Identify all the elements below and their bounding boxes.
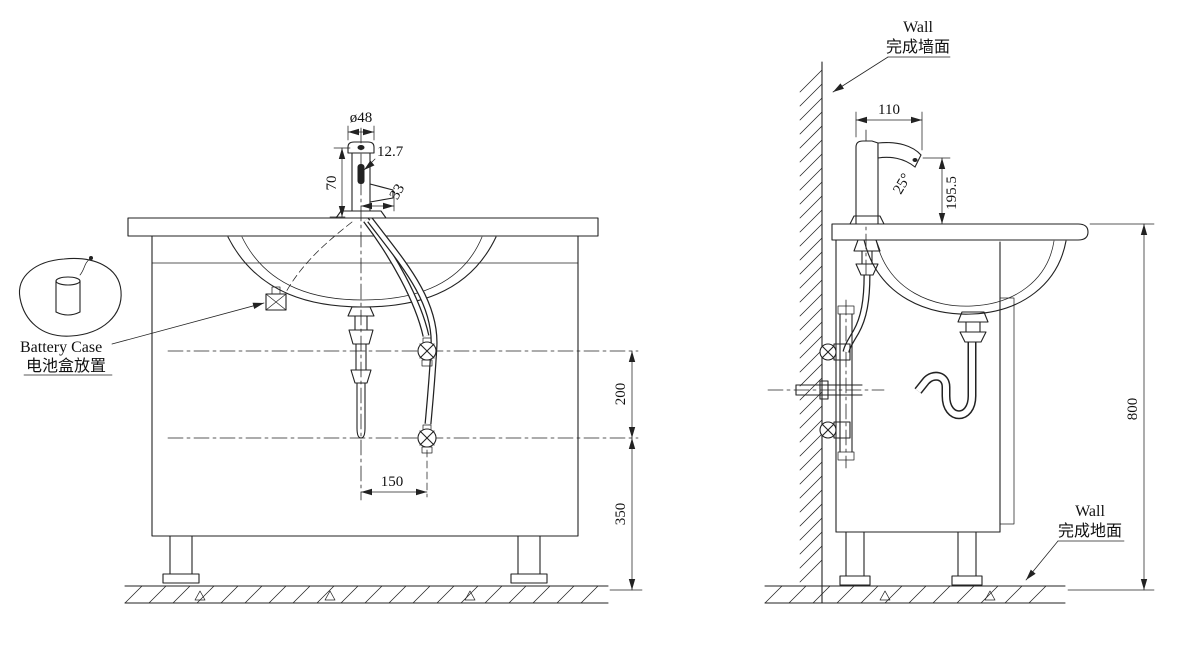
side-view: 110 195.5 25° 800 Wall 完成墙面 Wall 完成地面 bbox=[764, 19, 1155, 604]
faucet-side bbox=[849, 140, 922, 276]
countertop-side bbox=[831, 223, 1089, 241]
countertop-side-slab bbox=[831, 223, 1089, 241]
faucet-front-base bbox=[335, 210, 387, 219]
drain-front bbox=[347, 306, 375, 439]
floor-label-zh: 完成地面 bbox=[1058, 522, 1122, 540]
countertop-front-slab bbox=[127, 217, 599, 237]
drain-tube bbox=[356, 382, 366, 439]
battery-case-label-zh: 电池盒放置 bbox=[26, 357, 106, 375]
dim-bottom-spacing: 350 bbox=[613, 503, 629, 526]
sensor-cable-dashed bbox=[285, 221, 353, 293]
sink-front bbox=[227, 236, 497, 308]
legs-front bbox=[162, 535, 548, 584]
supply-side bbox=[795, 380, 863, 400]
centerlines-front bbox=[167, 127, 639, 501]
legs-side bbox=[839, 531, 983, 586]
dimension-arrowhead bbox=[383, 202, 394, 210]
dimension-arrowhead bbox=[628, 427, 636, 438]
wall-flange bbox=[819, 380, 829, 400]
faucet-side-spout bbox=[877, 142, 922, 168]
cabinet-front-body bbox=[151, 235, 579, 537]
battery-case-label-en: Battery Case bbox=[20, 339, 102, 356]
dimension-arrowhead bbox=[628, 351, 636, 362]
floor-side bbox=[764, 585, 1066, 604]
countertop-front bbox=[127, 217, 599, 237]
dimension-arrowhead bbox=[416, 488, 427, 496]
sink-side-inner bbox=[875, 239, 1055, 307]
valve-front-lower bbox=[417, 424, 437, 454]
faucet-side-body bbox=[855, 140, 879, 225]
callout-leader bbox=[111, 302, 265, 345]
dim-top-reach: 110 bbox=[878, 102, 900, 118]
dim-diameter: ø48 bbox=[350, 110, 373, 126]
arrow-layer bbox=[252, 83, 1148, 590]
dimension-arrowhead bbox=[911, 116, 922, 124]
dimension-arrowhead bbox=[628, 579, 636, 590]
dimension-arrowhead bbox=[833, 83, 844, 92]
cabinet-side-panel bbox=[999, 297, 1015, 525]
battery-cable-icon bbox=[79, 258, 91, 276]
floor-symbols bbox=[879, 590, 996, 601]
faucet-front-cap bbox=[347, 141, 375, 154]
wall-label-zh: 完成墙面 bbox=[886, 38, 950, 56]
valve-cluster-side bbox=[819, 305, 855, 461]
callout-balloon bbox=[18, 257, 122, 337]
drain-trap-side bbox=[914, 311, 989, 420]
dim-sensor-offset: 12.7 bbox=[377, 144, 404, 160]
sink-side bbox=[863, 239, 1067, 315]
front-view: Battery Case 电池盒放置 ø48 12.7 70 33 150 20… bbox=[18, 110, 643, 604]
dimension-arrowhead bbox=[252, 302, 264, 309]
dimensions-front: ø48 12.7 70 33 150 200 350 bbox=[324, 110, 643, 591]
dim-faucet-height: 195.5 bbox=[944, 176, 960, 210]
dimension-arrowhead bbox=[856, 116, 867, 124]
dim-spout-angle: 25° bbox=[890, 171, 914, 197]
battery-callout: Battery Case 电池盒放置 bbox=[18, 221, 353, 376]
dim-valve-offset: 150 bbox=[381, 474, 404, 490]
dimension-arrowhead bbox=[364, 160, 375, 170]
dim-spout-reach: 33 bbox=[387, 182, 408, 203]
sink-front-inner bbox=[241, 236, 483, 301]
dimension-arrowhead bbox=[1140, 579, 1148, 590]
dim-mid-spacing: 200 bbox=[613, 383, 629, 406]
dimension-arrowhead bbox=[338, 206, 346, 217]
dimension-arrowhead bbox=[628, 438, 636, 449]
dimension-arrowhead bbox=[938, 158, 946, 169]
floor-label-bottom: Wall 完成地面 bbox=[1025, 503, 1125, 581]
battery-cylinder-icon bbox=[55, 276, 81, 286]
sensor-window-icon bbox=[357, 164, 365, 184]
floor-label-en: Wall bbox=[1075, 503, 1105, 520]
sink-side-outer bbox=[863, 239, 1067, 315]
dimensions-side: 110 195.5 25° 800 bbox=[855, 102, 1155, 591]
hose-side bbox=[842, 274, 871, 353]
dimension-arrowhead bbox=[938, 213, 946, 224]
dimension-arrowhead bbox=[1026, 569, 1036, 580]
dimension-arrowhead bbox=[363, 128, 374, 136]
aerator-icon bbox=[357, 145, 365, 150]
dimension-arrowhead bbox=[1140, 224, 1148, 235]
dim-counter-height: 800 bbox=[1125, 398, 1141, 421]
faucet-front-spout bbox=[369, 183, 394, 203]
battery-box-icon bbox=[265, 293, 287, 311]
sensor-window-icon bbox=[912, 158, 918, 162]
wall-label-top: Wall 完成墙面 bbox=[832, 19, 951, 93]
floor-symbols bbox=[194, 590, 476, 601]
dimension-arrowhead bbox=[361, 488, 372, 496]
dimension-arrowhead bbox=[348, 128, 359, 136]
floor-front bbox=[124, 585, 609, 604]
sink-front-outer bbox=[227, 236, 497, 308]
dimension-arrowhead bbox=[338, 148, 346, 159]
dimension-arrowhead bbox=[361, 202, 372, 210]
faucet-side-base bbox=[849, 215, 885, 225]
valve-front-upper bbox=[417, 337, 437, 367]
dim-spout-height: 70 bbox=[324, 176, 340, 191]
cabinet-front bbox=[151, 235, 579, 537]
supply-hoses-front bbox=[363, 217, 438, 425]
wall-label-en: Wall bbox=[903, 19, 933, 36]
faucet-front bbox=[335, 141, 394, 219]
